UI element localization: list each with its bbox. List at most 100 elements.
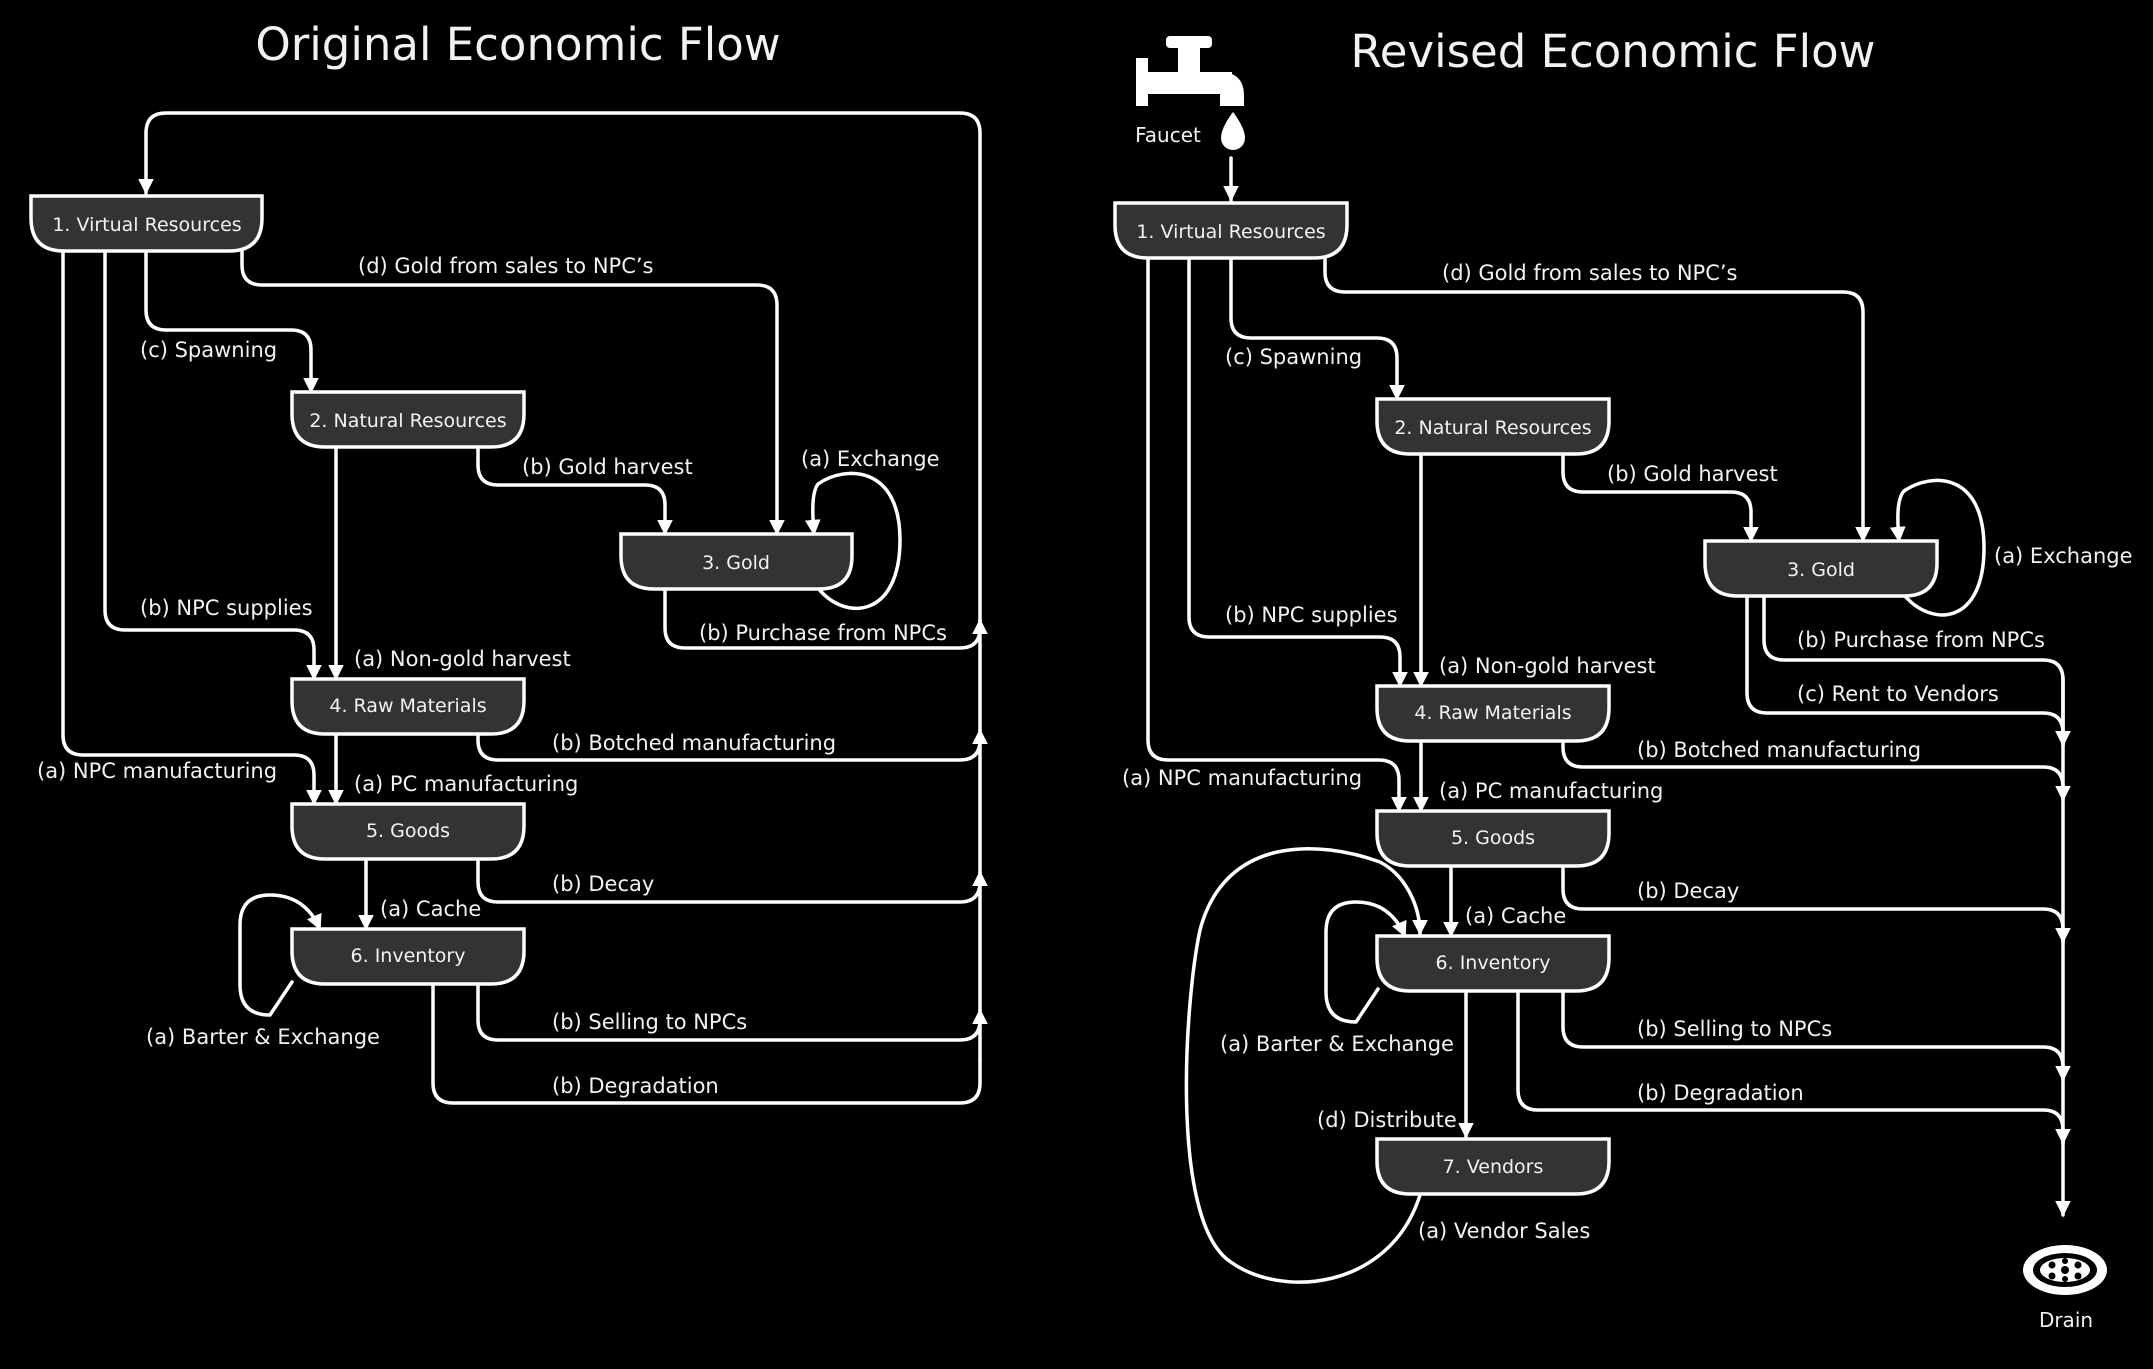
- revised-label-degradation: (b) Degradation: [1637, 1081, 1804, 1105]
- original-label-nongold: (a) Non-gold harvest: [354, 647, 571, 671]
- revised-node-virtual-resources: 1. Virtual Resources: [1113, 201, 1349, 260]
- original-node-inventory: 6. Inventory: [290, 927, 526, 986]
- original-label-exchange: (a) Exchange: [801, 447, 940, 471]
- revised-edge-selling: [1561, 987, 2071, 1082]
- revised-label-purchase: (b) Purchase from NPCs: [1797, 628, 2045, 652]
- revised-edge-gold-harvest: [1561, 452, 1759, 543]
- original-node-virtual-resources: 1. Virtual Resources: [29, 194, 264, 253]
- original-node-gold: 3. Gold: [619, 532, 854, 591]
- revised-edge-barter-loop: [1324, 900, 1407, 1024]
- original-node-label: 5. Goods: [366, 820, 450, 842]
- original-label-botched: (b) Botched manufacturing: [552, 731, 836, 755]
- revised-edge-npc-manufacturing: [1146, 255, 1407, 813]
- original-node-goods: 5. Goods: [290, 802, 526, 861]
- original-label-purchase: (b) Purchase from NPCs: [699, 621, 947, 645]
- revised-node-label: 6. Inventory: [1436, 952, 1551, 974]
- revised-node-inventory: 6. Inventory: [1375, 934, 1611, 993]
- revised-node-label: 7. Vendors: [1443, 1156, 1544, 1178]
- revised-node-label: 3. Gold: [1787, 559, 1855, 581]
- original-edge-selling: [476, 980, 988, 1042]
- original-node-raw-materials: 4. Raw Materials: [290, 677, 526, 736]
- original-label-spawning: (c) Spawning: [140, 338, 277, 362]
- original-label-barter: (a) Barter & Exchange: [146, 1025, 380, 1049]
- original-label-pc-manufacturing: (a) PC manufacturing: [354, 772, 578, 796]
- drain-label: Drain: [2039, 1308, 2093, 1332]
- original-node-label: 2. Natural Resources: [309, 410, 506, 432]
- original-edge-exchange-loop: [804, 471, 902, 610]
- revised-label-distribute: (d) Distribute: [1317, 1108, 1457, 1132]
- original-label-npc-manufacturing: (a) NPC manufacturing: [37, 759, 277, 783]
- original-edge-gold-harvest: [476, 445, 673, 536]
- revised-node-raw-materials: 4. Raw Materials: [1375, 684, 1611, 743]
- revised-edges: [1146, 156, 2071, 1284]
- original-edge-npc-manufacturing: [61, 248, 322, 806]
- revised-label-spawning: (c) Spawning: [1225, 345, 1362, 369]
- original-nodes: 1. Virtual Resources 2. Natural Resource…: [29, 194, 854, 986]
- revised-label-rent: (c) Rent to Vendors: [1797, 682, 1999, 706]
- revised-label-pc-manufacturing: (a) PC manufacturing: [1439, 779, 1663, 803]
- revised-label-selling: (b) Selling to NPCs: [1637, 1017, 1832, 1041]
- revised-labels: (d) Gold from sales to NPC’s (c) Spawnin…: [1122, 261, 2133, 1243]
- original-node-label: 6. Inventory: [351, 945, 466, 967]
- revised-edge-spawning: [1229, 255, 1405, 401]
- revised-edge-exchange-loop: [1889, 478, 1986, 617]
- original-edge-barter-loop: [238, 893, 322, 1017]
- original-node-natural-resources: 2. Natural Resources: [290, 390, 526, 449]
- original-label-degradation: (b) Degradation: [552, 1074, 719, 1098]
- revised-node-gold: 3. Gold: [1703, 539, 1939, 598]
- drain-icon: [2023, 1245, 2107, 1295]
- revised-edge-purchase-npcs: [1762, 593, 2071, 747]
- revised-label-botched: (b) Botched manufacturing: [1637, 738, 1921, 762]
- original-edge-botched: [476, 728, 988, 762]
- revised-title: Revised Economic Flow: [1351, 25, 1876, 78]
- original-label-decay: (b) Decay: [552, 872, 654, 896]
- original-label-gold-harvest: (b) Gold harvest: [522, 455, 693, 479]
- original-edge-spawning: [144, 248, 319, 394]
- faucet-icon: [1136, 36, 1245, 150]
- original-node-label: 1. Virtual Resources: [52, 214, 241, 236]
- revised-node-label: 1. Virtual Resources: [1136, 221, 1325, 243]
- revised-label-gold-harvest: (b) Gold harvest: [1607, 462, 1778, 486]
- revised-edge-gold-sales: [1323, 255, 1871, 543]
- revised-label-nongold: (a) Non-gold harvest: [1439, 654, 1656, 678]
- original-labels: (d) Gold from sales to NPC’s (c) Spawnin…: [37, 254, 947, 1098]
- revised-node-goods: 5. Goods: [1375, 809, 1611, 868]
- revised-label-cache: (a) Cache: [1465, 904, 1566, 928]
- revised-edge-decay: [1561, 863, 2071, 944]
- original-edge-gold-sales: [240, 248, 785, 536]
- original-node-label: 4. Raw Materials: [329, 695, 486, 717]
- revised-node-label: 4. Raw Materials: [1414, 702, 1571, 724]
- revised-label-barter: (a) Barter & Exchange: [1220, 1032, 1454, 1056]
- original-label-gold-sales: (d) Gold from sales to NPC’s: [358, 254, 654, 278]
- revised-nodes: 1. Virtual Resources 2. Natural Resource…: [1113, 201, 1939, 1196]
- original-node-label: 3. Gold: [702, 552, 770, 574]
- revised-edge-npc-supplies: [1187, 255, 1408, 688]
- faucet-label: Faucet: [1135, 123, 1201, 147]
- revised-node-natural-resources: 2. Natural Resources: [1375, 397, 1611, 456]
- revised-node-vendors: 7. Vendors: [1375, 1137, 1611, 1196]
- revised-label-decay: (b) Decay: [1637, 879, 1739, 903]
- original-edge-degradation: [431, 980, 982, 1105]
- original-edge-npc-supplies: [103, 248, 322, 681]
- original-title: Original Economic Flow: [255, 18, 780, 71]
- revised-label-exchange: (a) Exchange: [1994, 544, 2133, 568]
- original-flow: Original Economic Flow 1. Virtual Res: [29, 18, 988, 1105]
- revised-label-gold-sales: (d) Gold from sales to NPC’s: [1442, 261, 1738, 285]
- original-label-cache: (a) Cache: [380, 897, 481, 921]
- revised-edge-degradation: [1516, 987, 2071, 1145]
- original-edge-return-loop: [138, 111, 982, 1062]
- revised-edge-rent-vendors: [1745, 593, 2071, 747]
- revised-edge-vendor-sales: [1184, 846, 1428, 1284]
- revised-node-label: 2. Natural Resources: [1394, 417, 1591, 439]
- original-edges: [61, 111, 988, 1105]
- revised-label-npc-manufacturing: (a) NPC manufacturing: [1122, 766, 1362, 790]
- original-label-selling: (b) Selling to NPCs: [552, 1010, 747, 1034]
- revised-node-label: 5. Goods: [1451, 827, 1535, 849]
- original-label-npc-supplies: (b) NPC supplies: [140, 596, 313, 620]
- original-edge-decay: [476, 856, 988, 904]
- revised-label-npc-supplies: (b) NPC supplies: [1225, 603, 1398, 627]
- revised-flow: Revised Economic Flow Faucet Drain: [1113, 25, 2133, 1332]
- revised-edge-botched: [1561, 738, 2071, 802]
- original-edge-purchase-npcs: [663, 586, 988, 650]
